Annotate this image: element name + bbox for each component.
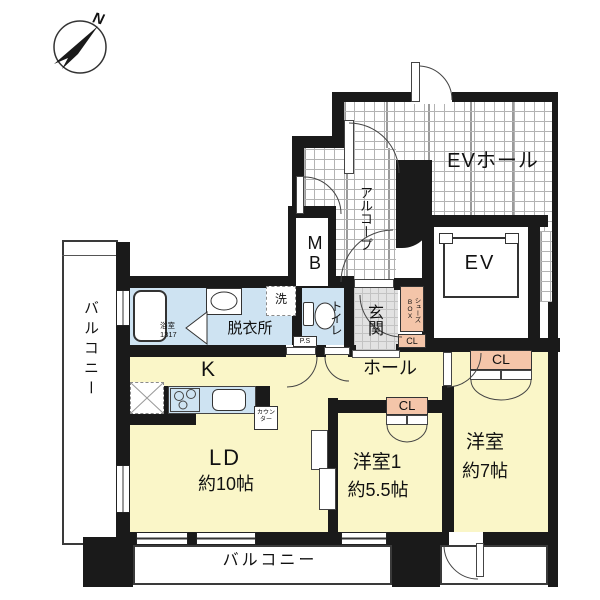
refrigerator-space [130, 382, 164, 414]
compass-circle [53, 20, 107, 74]
sliding-door-panel[interactable] [311, 430, 328, 470]
ev-label: EV [464, 252, 496, 274]
wall [552, 92, 558, 304]
kitchen-sink [212, 389, 246, 411]
ev-hall-floor-strip [540, 232, 552, 302]
wall [292, 288, 302, 345]
room2-closet-label: CL [492, 351, 510, 367]
room2-label: 洋室 [465, 432, 504, 453]
balcony-divider-block [392, 535, 440, 587]
wall [256, 386, 270, 408]
alcove-door[interactable] [344, 120, 354, 174]
room2-closet-door[interactable] [470, 370, 501, 380]
room1-closet-door[interactable] [386, 415, 407, 425]
alcove-label: アルコープ [358, 185, 373, 251]
wall [130, 412, 196, 425]
wall [528, 215, 540, 350]
room2-balcony-door-gap [449, 532, 483, 545]
balcony-corner-block [83, 537, 133, 587]
exterior-patch [396, 246, 422, 280]
room1-closet-door[interactable] [407, 415, 428, 425]
compass: N [53, 9, 107, 74]
ev-cage [443, 237, 519, 298]
ev-cage-notch [439, 233, 453, 244]
ld-size-label: 約10帖 [197, 474, 255, 494]
wall [422, 215, 434, 352]
washing-machine-space [266, 286, 296, 316]
meter-box-floor [296, 218, 328, 286]
wall [316, 345, 326, 357]
toilet-door[interactable] [324, 347, 350, 355]
compass-n-label: N [91, 9, 107, 28]
wall [116, 345, 286, 357]
bathtub [133, 290, 167, 342]
genkan-step [352, 350, 400, 358]
wall [428, 400, 444, 413]
room2-door[interactable] [443, 352, 452, 386]
room1-window[interactable] [341, 532, 387, 545]
room1-size-label: 約5.5帖 [347, 480, 409, 500]
entry-closet [398, 334, 426, 348]
entrance-door[interactable] [354, 279, 394, 288]
ev-cage-notch [505, 233, 519, 244]
wall [160, 386, 170, 412]
bath-name-label: 浴室 [160, 321, 175, 330]
washer-label: 洗 [274, 292, 287, 306]
pipe-space-label: P.S [299, 338, 311, 345]
room1-label: 洋室1 [352, 452, 402, 473]
shoes-box [400, 286, 424, 332]
shoes-box-label: シューズBOX [406, 296, 421, 323]
genkan-label: 玄関 [365, 304, 382, 336]
wall [422, 215, 548, 227]
balcony-left-label: バルコニー [82, 300, 99, 400]
room2-closet-door[interactable] [501, 370, 532, 380]
bath-size-label: 1317 [160, 330, 177, 339]
ld-window-left[interactable] [136, 532, 188, 545]
hall-label: ホール [363, 358, 417, 378]
room2-size-label: 約7帖 [461, 461, 508, 481]
wall [442, 386, 454, 536]
sliding-door-panel[interactable] [319, 468, 336, 510]
balcony-bottom [133, 545, 392, 585]
ld-side-window[interactable] [116, 465, 130, 513]
stove [170, 388, 200, 412]
washroom-door[interactable] [286, 347, 316, 355]
wall [548, 302, 558, 587]
wall [344, 288, 354, 352]
ld-window-right[interactable] [196, 532, 256, 545]
kitchen-label: K [200, 358, 215, 381]
counter-box: カウンター [254, 406, 278, 430]
balcony-left-rail-line [62, 255, 118, 256]
room1-closet [386, 397, 428, 415]
toilet-tank [303, 302, 314, 326]
toilet-label: トイレ [329, 300, 343, 336]
pipe-space-box: P.S [293, 336, 317, 347]
room1-closet-label: CL [398, 398, 416, 413]
ld-label: LD [208, 445, 242, 470]
ev-hall-label: EVホール [447, 150, 539, 172]
wall [424, 338, 560, 352]
service-door[interactable] [296, 176, 304, 214]
balcony-bottom-label: バルコニー [222, 552, 318, 569]
wall [332, 400, 388, 413]
wall [396, 344, 444, 352]
vanity-counter [206, 288, 242, 315]
counter-label: カウンター [256, 410, 275, 423]
balcony-bottom-right [440, 545, 548, 585]
ev-hall-door[interactable] [411, 62, 420, 102]
wall [332, 92, 344, 142]
bath-window[interactable] [116, 290, 130, 326]
wall [292, 136, 344, 148]
compass-arrow-icon [54, 26, 98, 69]
meter-box-label: MB [305, 233, 325, 273]
entry-closet-label: CL [406, 336, 418, 346]
room2-balcony-door[interactable] [476, 543, 484, 577]
dressing-label: 脱衣所 [227, 320, 273, 337]
